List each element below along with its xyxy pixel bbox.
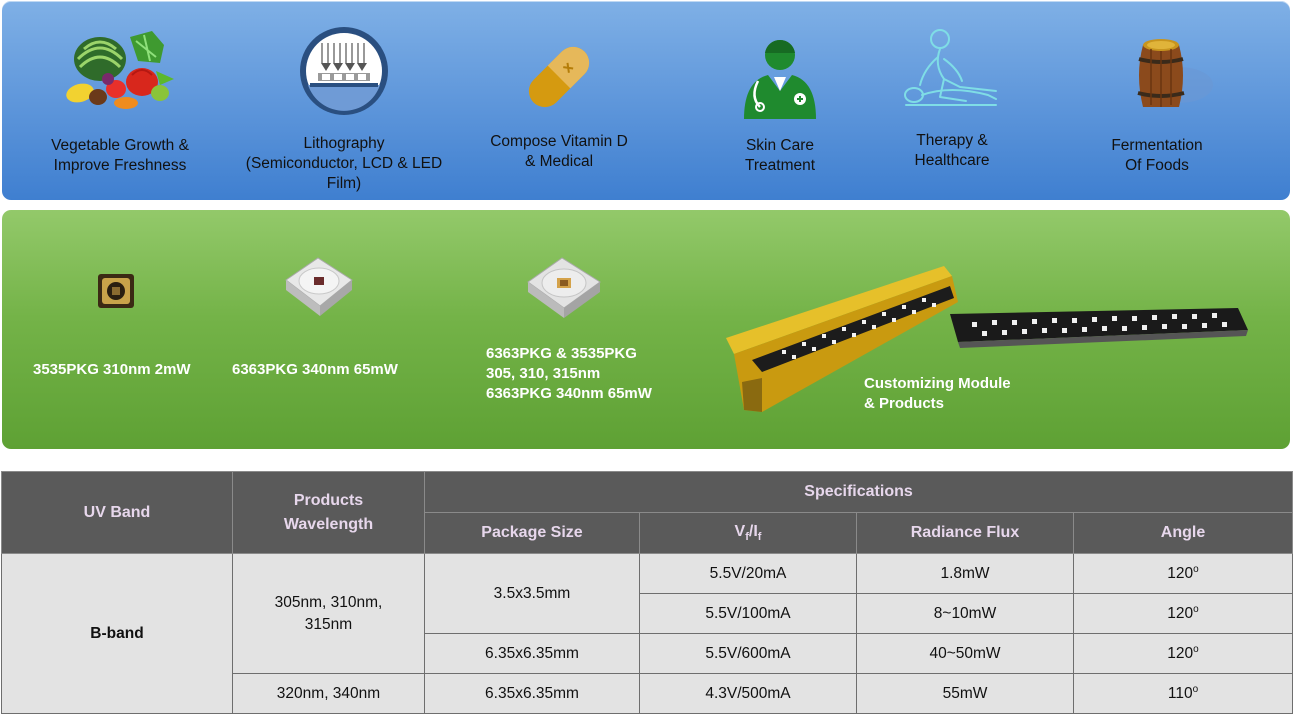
app-label: Lithography (Semiconductor, LCD & LED Fi… <box>245 135 443 192</box>
table-header-row: UV Band Products Wavelength Specificatio… <box>1 471 1294 554</box>
angle-cell: 120o <box>1072 593 1294 634</box>
app-vitamin-d: Compose Vitamin D & Medical <box>474 1 644 200</box>
table-subheader-row: Package Size Vf/If Radiance Flux Angle <box>2 512 1294 554</box>
applications-panel: Vegetable Growth & Improve Freshness Lit… <box>2 1 1290 200</box>
app-label: Fermentation Of Foods <box>1111 137 1203 174</box>
product-label: 6363PKG & 3535PKG 305, 310, 315nm 6363PK… <box>486 345 652 402</box>
vf-if-cell: 4.3V/500mA <box>639 673 857 714</box>
app-fermentation: Fermentation Of Foods <box>1082 1 1232 200</box>
product-label: 3535PKG 310nm 2mW <box>33 361 191 378</box>
header-products-wavelength: Products Wavelength <box>232 471 425 554</box>
app-label: Compose Vitamin D & Medical <box>490 133 628 170</box>
massage-icon <box>904 29 997 106</box>
app-label: Vegetable Growth & Improve Freshness <box>51 137 189 174</box>
table-row: 5.5V/100mA 8~10mW 120o <box>2 593 1294 634</box>
wavelength-cell: 305nm, 310nm, 315nm <box>232 553 425 674</box>
led-3535-image <box>98 274 134 308</box>
header-package-size: Package Size <box>424 512 640 554</box>
products-panel: 3535PKG 310nm 2mW 6363PKG 340nm 65mW 636… <box>2 210 1290 449</box>
led-6363-3535-image <box>527 257 601 318</box>
product-label: 6363PKG 340nm 65mW <box>232 361 398 378</box>
package-cell: 6.35x6.35mm <box>424 633 640 674</box>
angle-cell: 120o <box>1072 553 1294 594</box>
lithography-icon <box>300 27 388 115</box>
vf-if-cell: 5.5V/20mA <box>639 553 857 594</box>
flux-cell: 8~10mW <box>856 593 1074 634</box>
doctor-icon <box>744 39 816 119</box>
app-label: Therapy & Healthcare <box>914 132 990 169</box>
header-radiance-flux: Radiance Flux <box>856 512 1074 554</box>
app-therapy: Therapy & Healthcare <box>890 1 1014 200</box>
app-skin-care: Skin Care Treatment <box>712 1 848 200</box>
table-row: 6.35x6.35mm 5.5V/600mA 40~50mW 120o <box>2 633 1294 674</box>
app-vegetable-growth: Vegetable Growth & Improve Freshness <box>20 1 220 200</box>
app-label: Skin Care Treatment <box>744 137 816 174</box>
package-cell: 3.5x3.5mm <box>424 553 640 634</box>
header-angle: Angle <box>1072 512 1294 554</box>
flux-cell: 1.8mW <box>856 553 1074 594</box>
flux-cell: 55mW <box>856 673 1074 714</box>
flux-cell: 40~50mW <box>856 633 1074 674</box>
package-cell: 6.35x6.35mm <box>424 673 640 714</box>
product-label: Customizing Module & Products <box>864 375 1011 412</box>
angle-cell: 110o <box>1072 673 1294 714</box>
led-6363-image <box>285 257 353 316</box>
vegetables-icon <box>66 31 174 109</box>
header-specifications: Specifications <box>423 471 1294 513</box>
header-uv-band: UV Band <box>1 471 233 554</box>
header-vf-if: Vf/If <box>639 512 857 554</box>
vf-if-cell: 5.5V/100mA <box>639 593 857 634</box>
barrel-icon <box>1137 39 1213 107</box>
app-lithography: Lithography (Semiconductor, LCD & LED Fi… <box>234 1 454 200</box>
spec-table: UV Band Products Wavelength Specificatio… <box>1 471 1294 714</box>
table-row: 320nm, 340nm 6.35x6.35mm 4.3V/500mA 55mW… <box>2 673 1294 714</box>
uv-band-cell: B-band <box>1 553 233 714</box>
angle-cell: 120o <box>1072 633 1294 674</box>
vf-if-cell: 5.5V/600mA <box>639 633 857 674</box>
table-row: B-band 305nm, 310nm, 315nm 3.5x3.5mm 5.5… <box>1 553 1294 714</box>
capsule-icon <box>528 46 590 108</box>
wavelength-cell: 320nm, 340nm <box>232 673 425 714</box>
uv-module-image <box>726 266 1248 412</box>
